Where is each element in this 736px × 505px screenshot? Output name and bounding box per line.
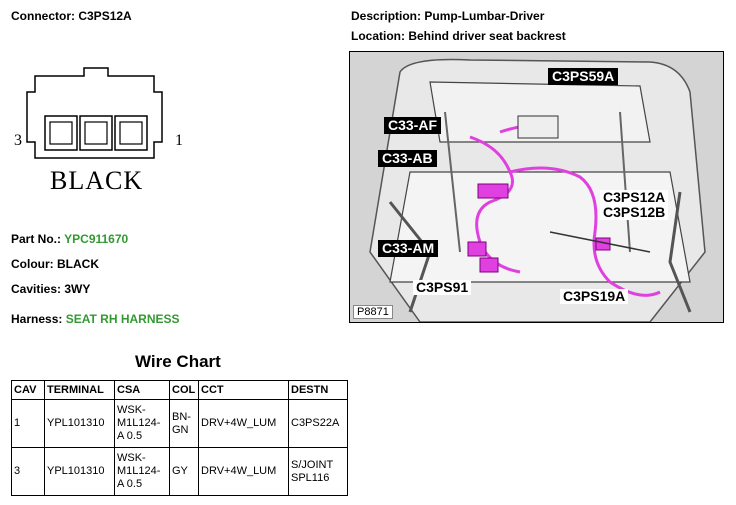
table-header-row: CAV TERMINAL CSA COL CCT DESTN — [11, 380, 348, 400]
callout-c3ps59a: C3PS59A — [548, 68, 619, 85]
wire-chart-title: Wire Chart — [135, 352, 221, 371]
cavity-2 — [79, 115, 113, 151]
harness-line: Harness: SEAT RH HARNESS — [11, 312, 180, 326]
cell-col: GY — [169, 447, 199, 496]
cell-cct: DRV+4W_LUM — [198, 399, 289, 448]
table-row: 3 YPL101310 WSK-M1L124-A 0.5 GY DRV+4W_L… — [11, 447, 348, 496]
col-header-destn: DESTN — [288, 380, 348, 400]
cavity-3 — [114, 115, 148, 151]
callout-c33-am: C33-AM — [378, 240, 439, 257]
cavity-1 — [44, 115, 78, 151]
location-photo: C3PS59A C33-AF C33-AB C3PS12A C3PS12B C3… — [349, 51, 724, 323]
harness-label: Harness: — [11, 312, 63, 326]
cavities-label: Cavities: — [11, 282, 62, 296]
colour-label: Colour: — [11, 257, 54, 271]
col-header-terminal: TERMINAL — [44, 380, 115, 400]
cell-terminal: YPL101310 — [44, 447, 115, 496]
cell-csa: WSK-M1L124-A 0.5 — [114, 399, 170, 448]
col-header-csa: CSA — [114, 380, 170, 400]
description-label: Description: — [351, 9, 422, 23]
pin-number-right: 1 — [175, 132, 183, 149]
connector-face-diagram — [26, 67, 163, 159]
part-no-label: Part No.: — [11, 232, 62, 246]
cell-cct: DRV+4W_LUM — [198, 447, 289, 496]
harness-value[interactable]: SEAT RH HARNESS — [65, 312, 180, 326]
colour-value: BLACK — [57, 257, 99, 271]
callout-c3ps19a: C3PS19A — [560, 289, 629, 304]
callout-c33-af: C33-AF — [384, 117, 442, 134]
description-line: Description: Pump-Lumbar-Driver — [351, 9, 544, 23]
location-line: Location: Behind driver seat backrest — [351, 29, 566, 43]
cell-cav: 1 — [11, 399, 45, 448]
connector-code: C3PS12A — [78, 9, 132, 23]
table-row: 1 YPL101310 WSK-M1L124-A 0.5 BN-GN DRV+4… — [11, 399, 348, 448]
col-header-cav: CAV — [11, 380, 45, 400]
connector-label: Connector: — [11, 9, 75, 23]
cell-destn: C3PS22A — [288, 399, 348, 448]
col-header-cct: CCT — [198, 380, 289, 400]
description-value: Pump-Lumbar-Driver — [424, 9, 545, 23]
seat-frame-illustration — [350, 52, 723, 322]
cell-cav: 3 — [11, 447, 45, 496]
callout-c3ps12b: C3PS12B — [600, 205, 669, 220]
callout-c3ps12a: C3PS12A — [600, 190, 669, 205]
callout-c3ps91: C3PS91 — [413, 280, 472, 295]
connector-housing-colour: BLACK — [50, 166, 144, 195]
location-value: Behind driver seat backrest — [408, 29, 566, 43]
photo-reference: P8871 — [353, 305, 393, 319]
callout-c33-ab: C33-AB — [378, 150, 437, 167]
colour-line: Colour: BLACK — [11, 257, 99, 271]
cavities-line: Cavities: 3WY — [11, 282, 90, 296]
location-label: Location: — [351, 29, 405, 43]
part-no-value[interactable]: YPC911670 — [64, 232, 129, 246]
pin-number-left: 3 — [14, 132, 22, 149]
cell-col: BN-GN — [169, 399, 199, 448]
cell-destn: S/JOINT SPL116 — [288, 447, 348, 496]
col-header-col: COL — [169, 380, 199, 400]
part-no-line: Part No.: YPC911670 — [11, 232, 128, 246]
cell-csa: WSK-M1L124-A 0.5 — [114, 447, 170, 496]
connector-header: Connector: C3PS12A — [11, 9, 132, 23]
cell-terminal: YPL101310 — [44, 399, 115, 448]
connector-outline — [26, 67, 163, 159]
cavities-value: 3WY — [64, 282, 91, 296]
wire-chart-table: CAV TERMINAL CSA COL CCT DESTN 1 YPL1013… — [11, 380, 348, 496]
